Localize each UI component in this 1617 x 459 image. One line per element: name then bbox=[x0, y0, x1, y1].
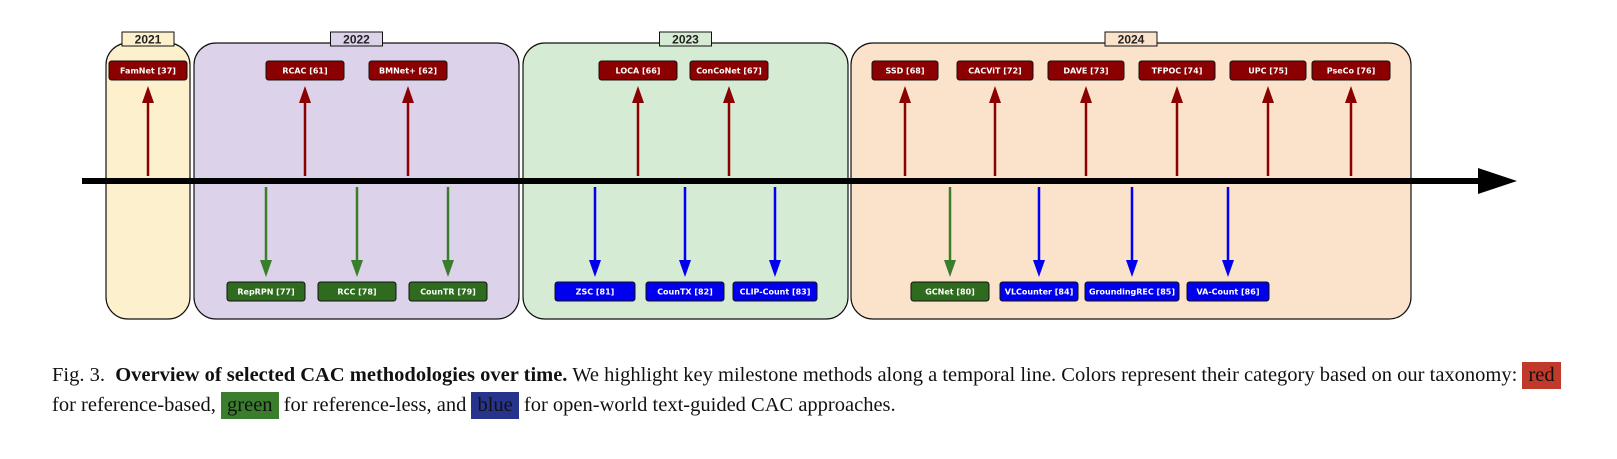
red-swatch: red bbox=[1522, 362, 1561, 389]
method-label: VA-Count [86] bbox=[1197, 288, 1260, 297]
up-arrowhead bbox=[899, 86, 911, 103]
timeline-axis bbox=[82, 168, 1517, 194]
method-label: PseCo [76] bbox=[1327, 67, 1376, 76]
method-label: FamNet [37] bbox=[120, 67, 176, 76]
method-box-top bbox=[956, 60, 1034, 81]
method-box-bottom bbox=[1186, 281, 1270, 302]
down-arrowhead bbox=[944, 260, 956, 277]
timeline-arrowhead bbox=[1478, 168, 1517, 194]
blue-swatch: blue bbox=[471, 392, 519, 419]
up-arrowhead bbox=[299, 86, 311, 103]
up-arrowhead bbox=[1171, 86, 1183, 103]
method-box-bottom bbox=[226, 281, 306, 302]
method-label: CounTR [79] bbox=[420, 288, 476, 297]
method-box-bottom bbox=[554, 281, 636, 302]
down-arrowhead bbox=[260, 260, 272, 277]
method-label: SSD [68] bbox=[885, 67, 924, 76]
green-swatch: green bbox=[221, 392, 279, 419]
year-label: 2021 bbox=[135, 33, 162, 47]
year-label: 2024 bbox=[1118, 33, 1145, 47]
method-box-top bbox=[265, 60, 345, 81]
down-arrowhead bbox=[1033, 260, 1045, 277]
caption-text-1: We highlight key milestone methods along… bbox=[572, 364, 1518, 386]
up-arrowhead bbox=[1262, 86, 1274, 103]
timeline-diagram: 2021 2022 2023 2024 FamNet [37] RCAC [61] BMN… bbox=[82, 31, 1517, 320]
method-label: CLIP-Count [83] bbox=[740, 288, 811, 297]
method-label: VLCounter [84] bbox=[1005, 288, 1073, 297]
method-box-bottom bbox=[910, 281, 990, 302]
down-arrowhead bbox=[679, 260, 691, 277]
down-arrowhead bbox=[351, 260, 363, 277]
up-arrowhead bbox=[1080, 86, 1092, 103]
method-box-top bbox=[368, 60, 448, 81]
caption-title: Overview of selected CAC methodologies o… bbox=[115, 364, 568, 386]
year-label: 2023 bbox=[672, 33, 699, 47]
year-label: 2022 bbox=[343, 33, 370, 47]
method-box-bottom bbox=[645, 281, 725, 302]
method-label: RCC [78] bbox=[337, 288, 376, 297]
year-label-box bbox=[659, 31, 712, 47]
method-box-top bbox=[871, 60, 939, 81]
method-box-top bbox=[598, 60, 678, 81]
method-box-bottom bbox=[1084, 281, 1180, 302]
method-box-top bbox=[689, 60, 769, 81]
up-arrowhead bbox=[142, 86, 154, 103]
down-arrowhead bbox=[589, 260, 601, 277]
method-box-bottom bbox=[999, 281, 1079, 302]
caption-text-2: for reference-based, bbox=[52, 394, 216, 416]
figure-caption: Fig. 3. Overview of selected CAC methodo… bbox=[52, 360, 1572, 420]
method-box-top bbox=[1138, 60, 1216, 81]
down-arrowhead bbox=[1126, 260, 1138, 277]
method-box-bottom bbox=[408, 281, 488, 302]
method-box-top bbox=[1229, 60, 1307, 81]
method-label: TFPOC [74] bbox=[1152, 67, 1203, 76]
method-box-top bbox=[108, 60, 188, 81]
caption-text-3: for reference-less, and bbox=[283, 394, 467, 416]
method-label: CounTX [82] bbox=[657, 288, 713, 297]
method-label: UPC [75] bbox=[1248, 67, 1287, 76]
down-arrowhead bbox=[442, 260, 454, 277]
up-arrowhead bbox=[1345, 86, 1357, 103]
method-box-top bbox=[1047, 60, 1125, 81]
down-arrowhead bbox=[769, 260, 781, 277]
method-label: RepRPN [77] bbox=[237, 288, 294, 297]
method-label: ConCoNet [67] bbox=[696, 67, 762, 76]
up-arrowhead bbox=[989, 86, 1001, 103]
method-label: ZSC [81] bbox=[576, 288, 615, 297]
method-label: BMNet+ [62] bbox=[379, 67, 437, 76]
method-box-bottom bbox=[732, 281, 818, 302]
down-arrowhead bbox=[1222, 260, 1234, 277]
method-box-bottom bbox=[317, 281, 397, 302]
year-label-box bbox=[330, 31, 383, 47]
method-box-top bbox=[1311, 60, 1391, 81]
method-label: GCNet [80] bbox=[925, 288, 975, 297]
up-arrowhead bbox=[402, 86, 414, 103]
method-arrows bbox=[142, 86, 1357, 277]
up-arrowhead bbox=[723, 86, 735, 103]
method-label: CACViT [72] bbox=[968, 67, 1021, 76]
year-label-box bbox=[1104, 31, 1158, 47]
year-label-box bbox=[121, 31, 175, 47]
caption-fig-label: Fig. 3. bbox=[52, 364, 105, 386]
method-label: GroundingREC [85] bbox=[1089, 288, 1175, 297]
method-label: LOCA [66] bbox=[616, 67, 661, 76]
method-boxes: FamNet [37] RCAC [61] BMNet+ [62] LOCA [66]… bbox=[108, 60, 1391, 302]
up-arrowhead bbox=[632, 86, 644, 103]
method-label: DAVE [73] bbox=[1063, 67, 1108, 76]
method-label: RCAC [61] bbox=[282, 67, 327, 76]
caption-text-4: for open-world text-guided CAC approache… bbox=[523, 394, 896, 416]
